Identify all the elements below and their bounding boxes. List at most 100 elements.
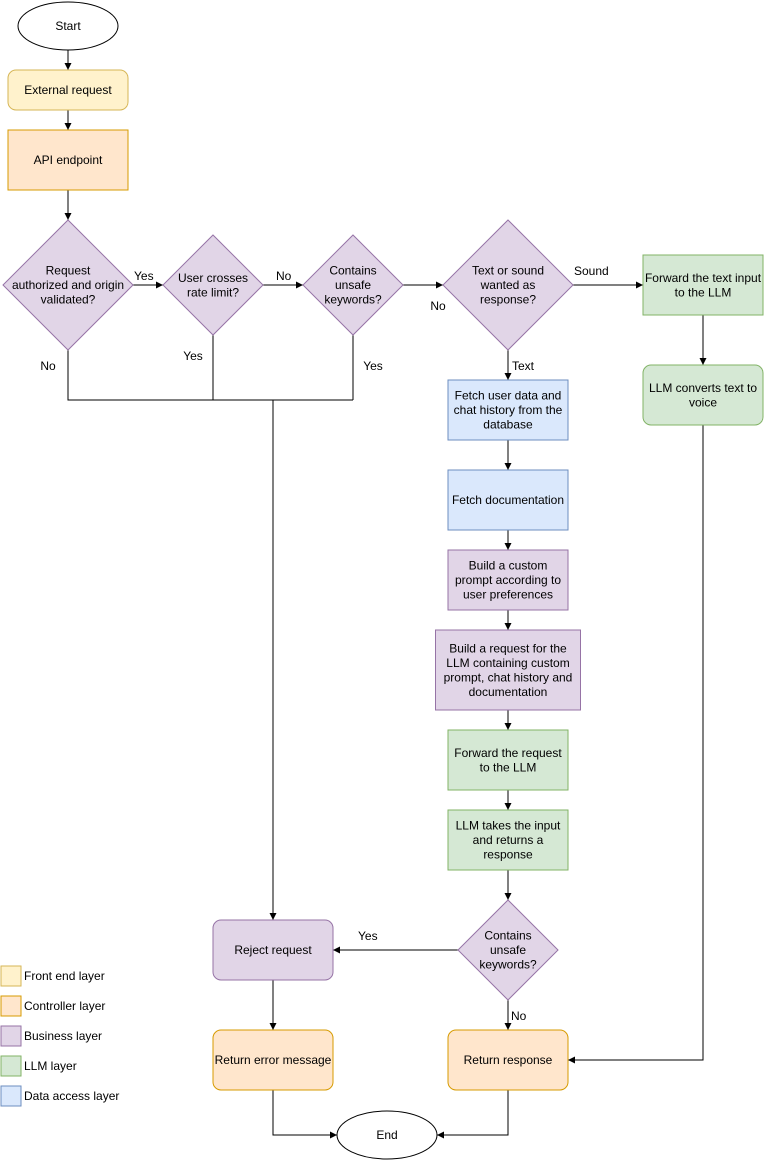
legend-label: Front end layer <box>24 969 105 983</box>
node-return-response: Return response <box>447 1029 569 1091</box>
node-llm-response-label: and returns a <box>473 833 544 847</box>
node-text-or-sound-label: wanted as <box>480 278 536 292</box>
node-return-error-label: Return error message <box>215 1053 332 1067</box>
legend-swatch <box>0 965 22 987</box>
node-build-request-shape <box>435 629 581 711</box>
node-forward-request-shape <box>447 729 569 791</box>
node-build-prompt-label: user preferences <box>463 588 553 602</box>
node-text-or-sound-label: response? <box>480 293 536 307</box>
node-text-or-sound-shape <box>442 219 574 351</box>
edge-label-unsafe1-yes: Yes <box>363 359 383 373</box>
edge-returnerror-end <box>272 1090 337 1139</box>
node-fetch-docs-label: Fetch documentation <box>452 493 564 507</box>
edge-label-unsafe2-yes: Yes <box>358 929 378 943</box>
edges <box>64 50 707 1139</box>
node-unsafe-2-shape <box>457 899 559 1001</box>
node-forward-text-shape <box>642 254 764 316</box>
edge-authorized-no-line <box>67 350 353 401</box>
node-text-to-voice-label: voice <box>689 395 717 409</box>
node-return-response-label: Return response <box>464 1053 553 1067</box>
node-authorized-shape <box>2 219 134 351</box>
node-api-endpoint-label: API endpoint <box>34 153 103 167</box>
node-authorized-label: Request <box>46 264 91 278</box>
node-authorized-label: authorized and origin <box>12 278 124 292</box>
node-llm-response-label: LLM takes the input <box>456 819 561 833</box>
node-end: End <box>336 1110 438 1160</box>
edge-label-text: Text <box>512 359 535 373</box>
edge-label-unsafe1-no: No <box>430 299 446 313</box>
node-fetch-docs: Fetch documentation <box>447 469 569 531</box>
legend-item-llm: LLM layer <box>0 1055 77 1077</box>
node-build-prompt-label: prompt according to <box>455 573 561 587</box>
node-forward-request-label: to the LLM <box>480 760 537 774</box>
legend-label: Data access layer <box>24 1089 119 1103</box>
node-unsafe-1-label: keywords? <box>324 293 382 307</box>
node-start-shape <box>17 1 119 51</box>
legend-label: LLM layer <box>24 1059 77 1073</box>
node-fetch-docs-shape <box>447 469 569 531</box>
edge-returnresponse-end <box>437 1090 509 1139</box>
node-rate-limit-shape <box>162 234 264 336</box>
node-unsafe-2-label: Contains <box>484 929 531 943</box>
node-unsafe-2-label: unsafe <box>490 943 526 957</box>
node-text-or-sound-label: Text or sound <box>472 264 544 278</box>
node-forward-text-label: to the LLM <box>675 285 732 299</box>
node-reject: Reject request <box>212 919 334 981</box>
node-return-response-shape <box>447 1029 569 1091</box>
node-reject-shape <box>212 919 334 981</box>
edge-label-unsafe2-no: No <box>511 1009 527 1023</box>
node-llm-response-shape <box>447 809 569 871</box>
node-build-request-label: prompt, chat history and <box>444 670 573 684</box>
node-fetch-user-data-label: chat history from the <box>454 403 563 417</box>
node-text-to-voice-shape <box>642 364 764 426</box>
legend-item-front-end: Front end layer <box>0 965 105 987</box>
node-rate-limit-label: rate limit? <box>187 285 239 299</box>
node-fetch-user-data-label: database <box>483 418 533 432</box>
node-return-error: Return error message <box>212 1029 334 1091</box>
edge-label-rate-no: No <box>276 269 292 283</box>
node-end-shape <box>336 1110 438 1160</box>
node-fetch-user-data-shape <box>447 379 569 441</box>
edge-label-authorized-no: No <box>40 359 56 373</box>
node-unsafe-1-label: Contains <box>329 264 376 278</box>
edge-voice-returnresponse <box>568 425 704 1064</box>
node-rate-limit-label: User crosses <box>178 271 248 285</box>
node-text-to-voice-label: LLM converts text to <box>649 381 757 395</box>
legend-label: Controller layer <box>24 999 105 1013</box>
node-external-request-label: External request <box>24 83 112 97</box>
node-build-request-label: Build a request for the <box>449 641 567 655</box>
legend-swatch <box>0 1055 22 1077</box>
node-unsafe-1-label: unsafe <box>335 278 371 292</box>
node-end-label: End <box>376 1128 397 1142</box>
node-unsafe-1-shape <box>302 234 404 336</box>
node-build-prompt-label: Build a custom <box>469 559 548 573</box>
node-authorized-label: validated? <box>41 293 96 307</box>
node-external-request: External request <box>7 69 129 111</box>
legend-swatch <box>0 995 22 1017</box>
edge-label-rate-yes: Yes <box>183 349 203 363</box>
legend-item-data-access: Data access layer <box>0 1085 119 1107</box>
legend-item-controller: Controller layer <box>0 995 105 1017</box>
node-return-error-shape <box>212 1029 334 1091</box>
node-api-endpoint: API endpoint <box>7 129 129 191</box>
node-build-request-label: documentation <box>469 685 548 699</box>
node-api-endpoint-shape <box>7 129 129 191</box>
node-external-request-shape <box>7 69 129 111</box>
node-build-request-label: LLM containing custom <box>446 656 569 670</box>
legend-swatch <box>0 1025 22 1047</box>
node-fetch-user-data-label: Fetch user data and <box>455 389 562 403</box>
node-unsafe-2-label: keywords? <box>479 958 537 972</box>
edge-label-sound: Sound <box>574 264 609 278</box>
node-start-label: Start <box>55 19 81 33</box>
